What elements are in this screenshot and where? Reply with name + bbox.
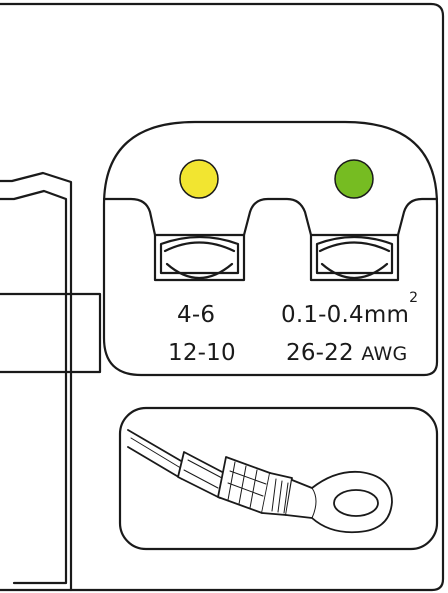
yellow-marker <box>179 159 219 199</box>
slot-notch <box>0 292 102 374</box>
right-size-awg-value: 26-22 <box>286 340 354 366</box>
ring-terminal-crimped-wire-icon <box>127 429 393 534</box>
right-cavity-dimple <box>318 241 391 279</box>
green-marker <box>334 159 374 199</box>
left-size-mm2-label: 4-6 <box>177 302 216 328</box>
right-cavity-indent <box>315 235 394 275</box>
upper-die-pocket <box>102 120 439 377</box>
left-size-awg-label: 12-10 <box>168 340 236 366</box>
left-slot-inner <box>0 189 68 585</box>
die-jaw-profile <box>102 197 439 237</box>
right-size-awg-label: 26-22 AWG <box>286 340 407 367</box>
right-size-mm2-superscript: 2 <box>409 290 419 306</box>
left-slot-outline <box>0 171 73 592</box>
left-cavity-indent <box>159 235 240 275</box>
left-cavity-dimple <box>163 241 236 279</box>
illustration-frame <box>118 406 439 551</box>
left-crimp-cavity <box>153 233 246 282</box>
right-size-awg-unit: AWG <box>361 343 408 365</box>
right-size-mm2-value: 0.1-0.4mm <box>281 302 410 328</box>
right-crimp-cavity <box>309 233 400 282</box>
right-size-mm2-label: 0.1-0.4mm2 <box>281 291 418 328</box>
